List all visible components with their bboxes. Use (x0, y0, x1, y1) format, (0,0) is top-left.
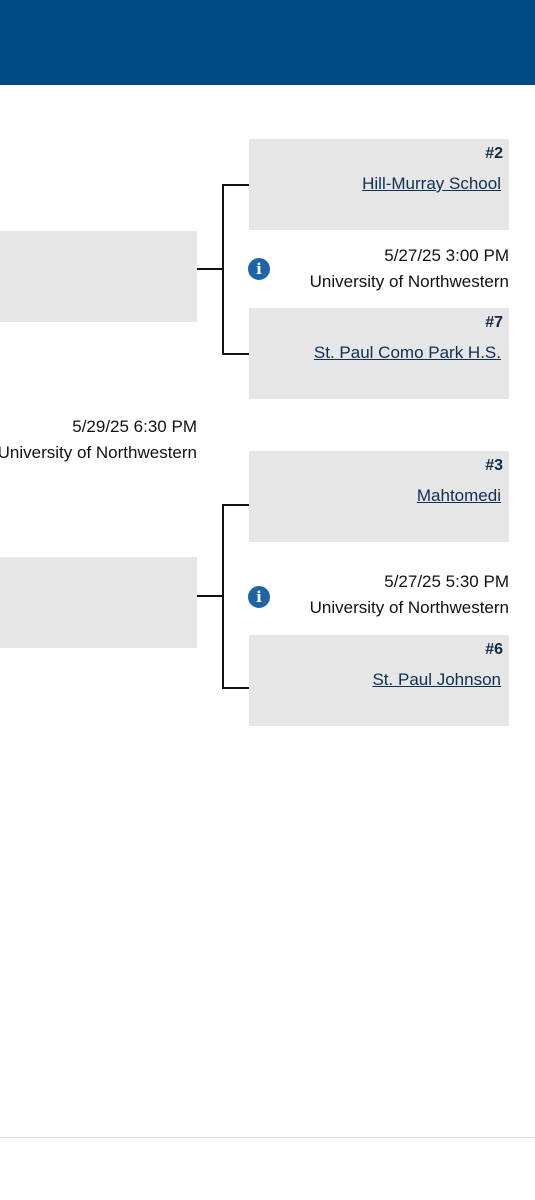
team-box-bottom: #7 St. Paul Como Park H.S. (249, 308, 509, 399)
bracket-connector (222, 184, 224, 355)
team-link[interactable]: St. Paul Como Park H.S. (313, 343, 501, 362)
game-venue: University of Northwestern (309, 272, 509, 291)
info-icon[interactable]: i (248, 586, 270, 608)
bracket-connector (222, 504, 249, 506)
team-box-bottom: #6 St. Paul Johnson (249, 635, 509, 726)
game-info: 5/27/25 3:00 PM University of Northweste… (310, 243, 509, 295)
footer-divider (0, 1137, 535, 1138)
team-box-top: #3 Mahtomedi (249, 451, 509, 542)
final-game-info: 5/29/25 6:30 PM University of Northweste… (0, 414, 197, 466)
team-seed: #3 (485, 457, 503, 474)
team-box-top: #2 Hill-Murray School (249, 139, 509, 230)
team-seed: #6 (485, 641, 503, 658)
top-header-bar (0, 0, 535, 85)
game-info: 5/27/25 5:30 PM University of Northweste… (310, 569, 509, 621)
next-round-slot-1 (0, 231, 197, 322)
team-seed: #2 (485, 145, 503, 162)
final-game-venue: University of Northwestern (0, 443, 197, 462)
bracket-connector (197, 595, 223, 597)
bracket-connector (222, 687, 249, 689)
bracket-connector (222, 353, 249, 355)
game-date: 5/27/25 5:30 PM (384, 572, 509, 591)
game-venue: University of Northwestern (309, 598, 509, 617)
next-round-slot-2 (0, 557, 197, 648)
team-seed: #7 (485, 314, 503, 331)
team-link[interactable]: St. Paul Johnson (372, 670, 501, 689)
final-game-date: 5/29/25 6:30 PM (72, 417, 197, 436)
team-link[interactable]: Hill-Murray School (362, 174, 501, 193)
bracket-connector (222, 184, 249, 186)
game-date: 5/27/25 3:00 PM (384, 246, 509, 265)
bracket-connector (222, 504, 224, 689)
team-link[interactable]: Mahtomedi (416, 486, 501, 505)
bracket-connector (197, 268, 223, 270)
info-icon[interactable]: i (248, 258, 270, 280)
